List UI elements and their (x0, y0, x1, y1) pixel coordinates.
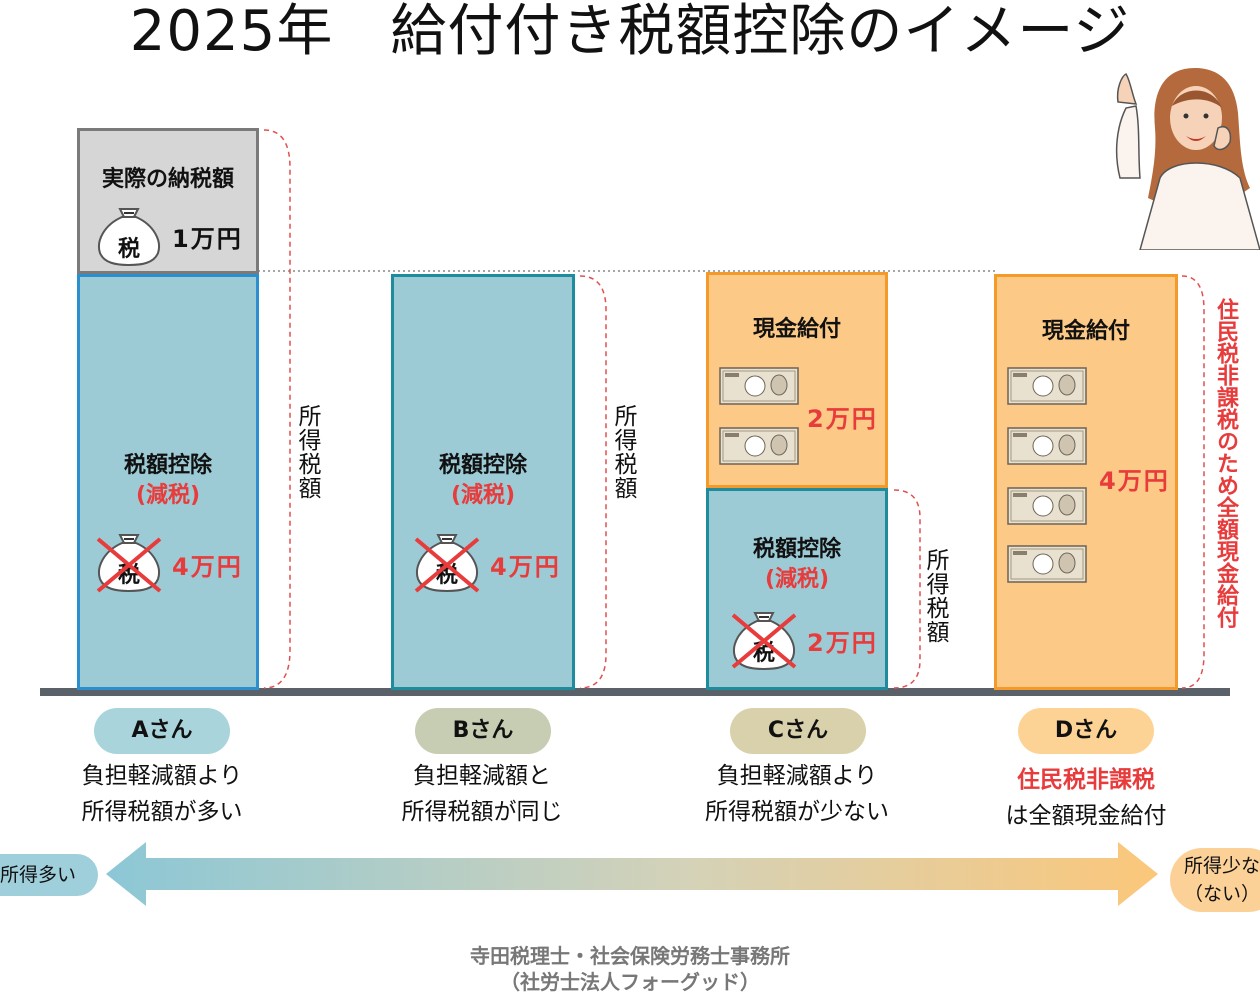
bracket-icon (263, 129, 291, 689)
tax-credit-label: 税額控除 (752, 537, 841, 562)
bracket-icon (1181, 275, 1205, 689)
footer-office-name: 寺田税理士・社会保険労務士事務所 (470, 944, 790, 968)
reference-dotted-line (258, 270, 998, 272)
tax-credit-box-c: 税額控除 (減税) 税 2万円 (706, 488, 888, 690)
ground-line (40, 688, 1230, 696)
desc-b-line2: 所得税額が同じ (401, 799, 563, 825)
cash-benefit-label: 現金給付 (1041, 319, 1130, 344)
footer-corporation: （社労士法人フォーグッド） (500, 970, 760, 994)
woman-illustration (1115, 68, 1260, 250)
cash-benefit-box-c: 現金給付 2万円 (706, 272, 888, 488)
desc-c-line1: 負担軽減額より (716, 763, 878, 789)
income-low-label-line1: 所得少な (1184, 855, 1260, 877)
cash-amount-c: 2万円 (807, 405, 878, 433)
banknote-icon (1007, 487, 1087, 525)
desc-b-line1: 負担軽減額と (413, 763, 551, 789)
cash-benefit-box-d: 現金給付 4万円 (994, 274, 1178, 690)
income-low-badge: 所得少な （ない） (1170, 848, 1260, 912)
income-tax-label-b: 所得税額 (610, 404, 636, 500)
desc-a-line1: 負担軽減額より (81, 763, 243, 789)
desc-d-line2: は全額現金給付 (1005, 803, 1167, 829)
desc-d-line1: 住民税非課税 (1017, 767, 1155, 793)
banknote-icon (1007, 427, 1087, 465)
tax-credit-sub: (減税) (135, 483, 201, 508)
tax-bag-char: 税 (118, 237, 141, 262)
income-high-label: 所得多い (0, 864, 77, 886)
credit-amount-b: 4万円 (490, 553, 561, 581)
banknote-icon (719, 427, 799, 465)
cross-out-icon (414, 537, 480, 593)
desc-a-line2: 所得税額が多い (81, 799, 243, 825)
bracket-icon (579, 275, 607, 689)
desc-c-line2: 所得税額が少ない (705, 799, 889, 825)
side-note-d: 住民税非課税のため全額現金給付 (1213, 298, 1238, 628)
page-title: 2025年 給付付き税額控除のイメージ (129, 0, 1131, 64)
tax-credit-sub: (減税) (450, 483, 516, 508)
cash-amount-d: 4万円 (1099, 467, 1170, 495)
tax-credit-sub: (減税) (764, 567, 830, 592)
actual-tax-label: 実際の納税額 (101, 167, 234, 192)
cross-out-icon (96, 537, 162, 593)
bracket-icon (893, 489, 921, 689)
banknote-icon (1007, 367, 1087, 405)
tax-credit-box-a: 税額控除 (減税) 税 4万円 (77, 274, 259, 690)
actual-tax-amount: 1万円 (172, 225, 243, 253)
cash-benefit-label: 現金給付 (752, 317, 841, 342)
actual-tax-box: 実際の納税額 税 1万円 (77, 128, 259, 274)
income-tax-label-c: 所得税額 (922, 548, 948, 644)
credit-amount-c: 2万円 (807, 629, 878, 657)
person-pill-c: Cさん (730, 708, 866, 754)
cross-out-icon (731, 613, 797, 669)
tax-credit-box-b: 税額控除 (減税) 税 4万円 (391, 274, 575, 690)
income-tax-label-a: 所得税額 (294, 404, 320, 500)
person-pill-d: Dさん (1018, 708, 1154, 754)
credit-amount-a: 4万円 (172, 553, 243, 581)
income-scale-arrow (106, 842, 1158, 906)
income-low-label-line2: （ない） (1184, 883, 1260, 905)
person-pill-b: Bさん (415, 708, 551, 754)
banknote-icon (719, 367, 799, 405)
person-pill-a: Aさん (94, 708, 230, 754)
banknote-icon (1007, 545, 1087, 583)
tax-credit-label: 税額控除 (123, 453, 212, 478)
income-high-badge: 所得多い (0, 854, 98, 896)
tax-credit-label: 税額控除 (438, 453, 527, 478)
